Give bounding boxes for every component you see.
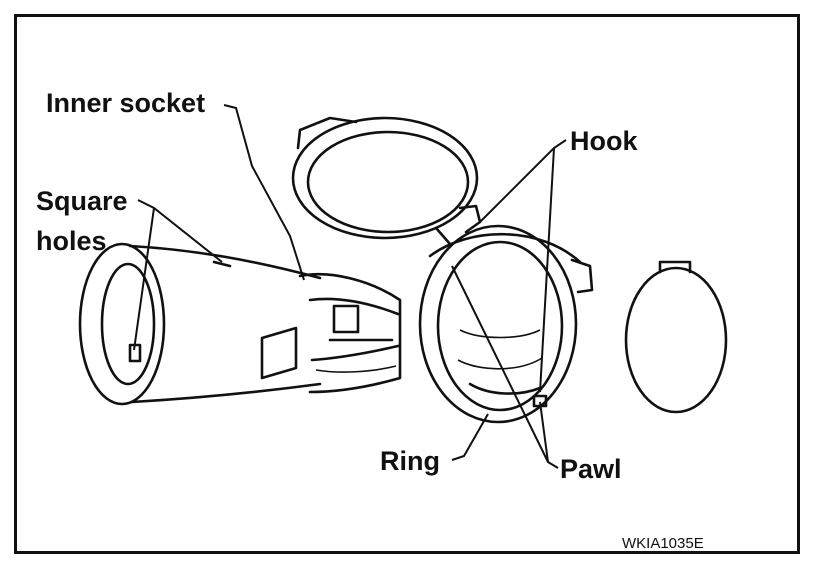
lid-arm bbox=[434, 226, 452, 246]
collar-line-2 bbox=[310, 344, 400, 362]
ring-inner-detail-2 bbox=[457, 357, 543, 370]
diagram-frame bbox=[14, 14, 800, 554]
label-hook: Hook bbox=[570, 126, 638, 156]
collar-line-4 bbox=[315, 365, 397, 373]
label-pawl: Pawl bbox=[560, 454, 622, 484]
leader-ring bbox=[451, 413, 489, 461]
ring-inner bbox=[436, 240, 564, 412]
leader-inner-socket bbox=[223, 104, 305, 281]
ring-part bbox=[418, 224, 594, 424]
socket-slot bbox=[260, 326, 298, 380]
inner-socket-part bbox=[78, 242, 402, 406]
label-ring: Ring bbox=[380, 446, 440, 476]
end-cap-part bbox=[624, 260, 728, 414]
socket-rim-outer bbox=[78, 242, 166, 406]
socket-body-top bbox=[128, 244, 322, 280]
label-square-holes-line2: holes bbox=[36, 226, 107, 256]
collar-line-1 bbox=[308, 297, 400, 316]
leader-square-holes-b bbox=[133, 207, 155, 351]
cover-lid-part bbox=[291, 116, 482, 246]
lid-outer bbox=[291, 116, 479, 240]
lid-inner bbox=[306, 130, 470, 234]
collar-tab bbox=[332, 304, 360, 334]
socket-body-bottom bbox=[130, 382, 322, 404]
ring-side-tab bbox=[570, 258, 594, 294]
leader-hook-b bbox=[539, 147, 555, 393]
lid-hinge-tab bbox=[296, 116, 358, 150]
ring-top-rim bbox=[428, 232, 582, 264]
leader-pawl-b bbox=[539, 401, 549, 463]
ring-outer bbox=[418, 224, 578, 424]
square-hole-top bbox=[212, 260, 232, 268]
socket-rim-inner bbox=[100, 262, 156, 386]
lid-latch bbox=[458, 204, 482, 234]
leader-lines bbox=[133, 104, 567, 469]
end-cap-outline bbox=[624, 266, 728, 414]
end-cap-tab bbox=[658, 260, 692, 274]
ring-inner-detail-1 bbox=[459, 329, 541, 339]
ring-bottom-lip bbox=[468, 382, 542, 395]
figure-code: WKIA1035E bbox=[622, 535, 704, 552]
label-square-holes-line1: Square bbox=[36, 186, 128, 216]
socket-collar bbox=[298, 272, 402, 394]
label-inner-socket: Inner socket bbox=[46, 88, 205, 118]
